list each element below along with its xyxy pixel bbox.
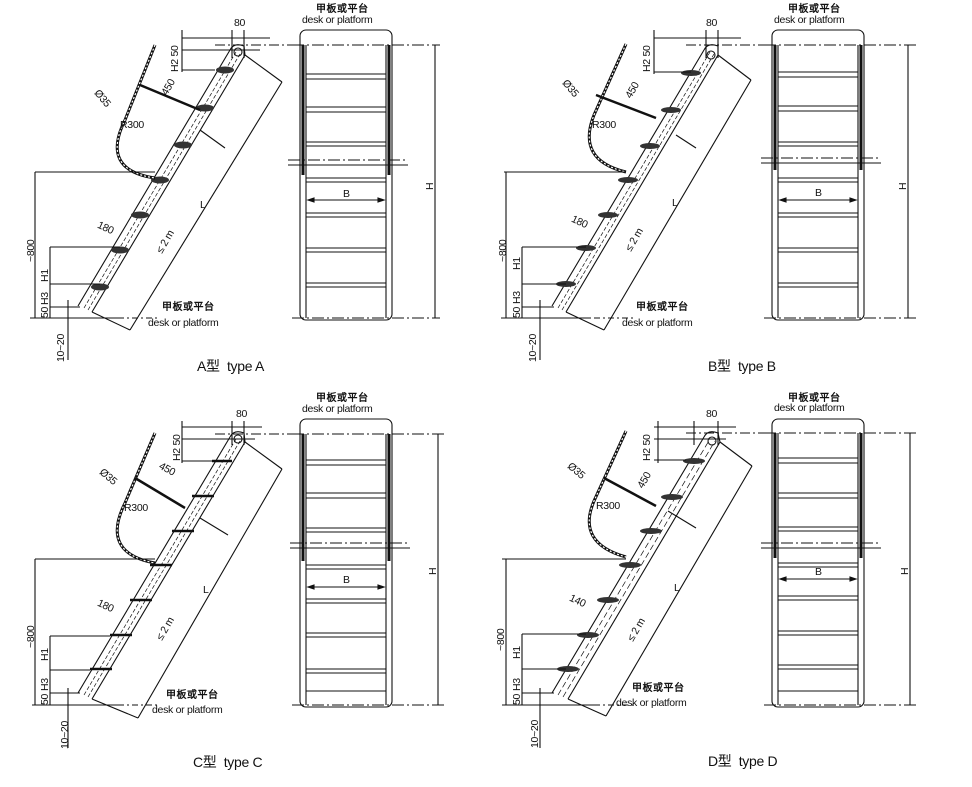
bend-radius-dim: R300 [596, 500, 620, 512]
h1-dim: H1 [511, 257, 523, 270]
clearance-dim: 10~20 [529, 720, 541, 748]
caption-en: type D [738, 753, 778, 769]
caption-en: type A [226, 358, 265, 374]
handrail-height-dim: H2 50 [169, 45, 181, 72]
h1-dim: H1 [39, 648, 51, 661]
clearance-dim: 10~20 [59, 721, 71, 749]
top-platform-label-cn: 甲板或平台 [788, 393, 841, 404]
ladder-drawing-type-a [30, 29, 440, 360]
base-offset-dim: 50 [511, 693, 523, 705]
h1-dim: H1 [511, 646, 523, 659]
caption-cn: C型 [193, 754, 217, 770]
top-platform-label-en: desk or platform [774, 402, 845, 414]
bottom-platform-label-en: desk or platform [622, 317, 693, 329]
width-label: B [343, 188, 350, 200]
top-platform-label-en: desk or platform [302, 14, 373, 26]
h3-dim: H3 [511, 291, 523, 304]
bottom-platform-label-en: desk or platform [616, 697, 687, 709]
ladder-panel-type-a: 甲板或平台 desk or platform 80 H2 50 Ø35 450 … [0, 0, 486, 393]
top-platform-label-cn: 甲板或平台 [788, 4, 841, 15]
top-offset-dim: 80 [706, 17, 718, 29]
bottom-platform-label-en: desk or platform [148, 317, 219, 329]
top-platform-label-cn: 甲板或平台 [316, 4, 369, 15]
base-offset-dim: 50 [39, 693, 51, 705]
bend-radius-dim: R300 [120, 119, 144, 131]
bottom-platform-label-cn: 甲板或平台 [636, 302, 689, 313]
h3-dim: H3 [39, 678, 51, 691]
ladder-panel-type-b: 甲板或平台 desk or platform 80 H2 50 Ø35 450 … [486, 0, 972, 393]
h3-dim: H3 [39, 292, 51, 305]
vertical-dim: ~800 [25, 625, 37, 648]
vertical-dim: ~800 [495, 628, 507, 651]
top-platform-label-cn: 甲板或平台 [316, 393, 369, 404]
bottom-platform-label-cn: 甲板或平台 [632, 683, 685, 694]
caption-type-a: A型 type A [197, 356, 264, 376]
width-label: B [815, 566, 822, 578]
caption-en: type B [737, 358, 776, 374]
bottom-platform-label-cn: 甲板或平台 [166, 690, 219, 701]
bend-radius-dim: R300 [124, 502, 148, 514]
clearance-dim: 10~20 [527, 334, 539, 362]
caption-type-b: B型 type B [708, 356, 776, 376]
top-offset-dim: 80 [706, 408, 718, 420]
length-label: L [200, 199, 206, 211]
top-offset-dim: 80 [236, 408, 248, 420]
top-offset-dim: 80 [234, 17, 246, 29]
h3-dim: H3 [511, 678, 523, 691]
height-label: H [424, 182, 436, 190]
vertical-dim: ~800 [497, 239, 509, 262]
base-offset-dim: 50 [511, 306, 523, 318]
length-label: L [203, 584, 209, 596]
h1-dim: H1 [39, 269, 51, 282]
width-label: B [343, 574, 350, 586]
height-label: H [899, 567, 911, 575]
base-offset-dim: 50 [39, 306, 51, 318]
caption-type-d: D型 type D [708, 751, 778, 771]
clearance-dim: 10~20 [55, 334, 67, 362]
height-label: H [897, 182, 909, 190]
bend-radius-dim: R300 [592, 119, 616, 131]
caption-cn: D型 [708, 753, 732, 769]
handrail-height-dim: H2 50 [641, 434, 653, 461]
top-platform-label-en: desk or platform [302, 403, 373, 415]
ladder-drawing-type-c [32, 418, 445, 748]
caption-cn: B型 [708, 358, 731, 374]
handrail-height-dim: H2 50 [641, 45, 653, 72]
bottom-platform-label-cn: 甲板或平台 [162, 302, 215, 313]
height-label: H [427, 567, 439, 575]
vertical-dim: ~800 [25, 239, 37, 262]
caption-en: type C [223, 754, 263, 770]
handrail-height-dim: H2 50 [171, 434, 183, 461]
ladder-drawing-type-b [501, 29, 916, 360]
ladder-panel-type-c: 甲板或平台 desk or platform 80 H2 50 Ø35 450 … [0, 393, 486, 786]
caption-cn: A型 [197, 358, 220, 374]
bottom-platform-label-en: desk or platform [152, 704, 223, 716]
ladder-panel-type-d: 甲板或平台 desk or platform 80 H2 50 Ø35 450 … [486, 393, 972, 786]
width-label: B [815, 187, 822, 199]
caption-type-c: C型 type C [193, 752, 263, 772]
top-platform-label-en: desk or platform [774, 14, 845, 26]
ladder-drawing-type-d [502, 418, 916, 748]
length-label: L [672, 197, 678, 209]
length-label: L [674, 582, 680, 594]
